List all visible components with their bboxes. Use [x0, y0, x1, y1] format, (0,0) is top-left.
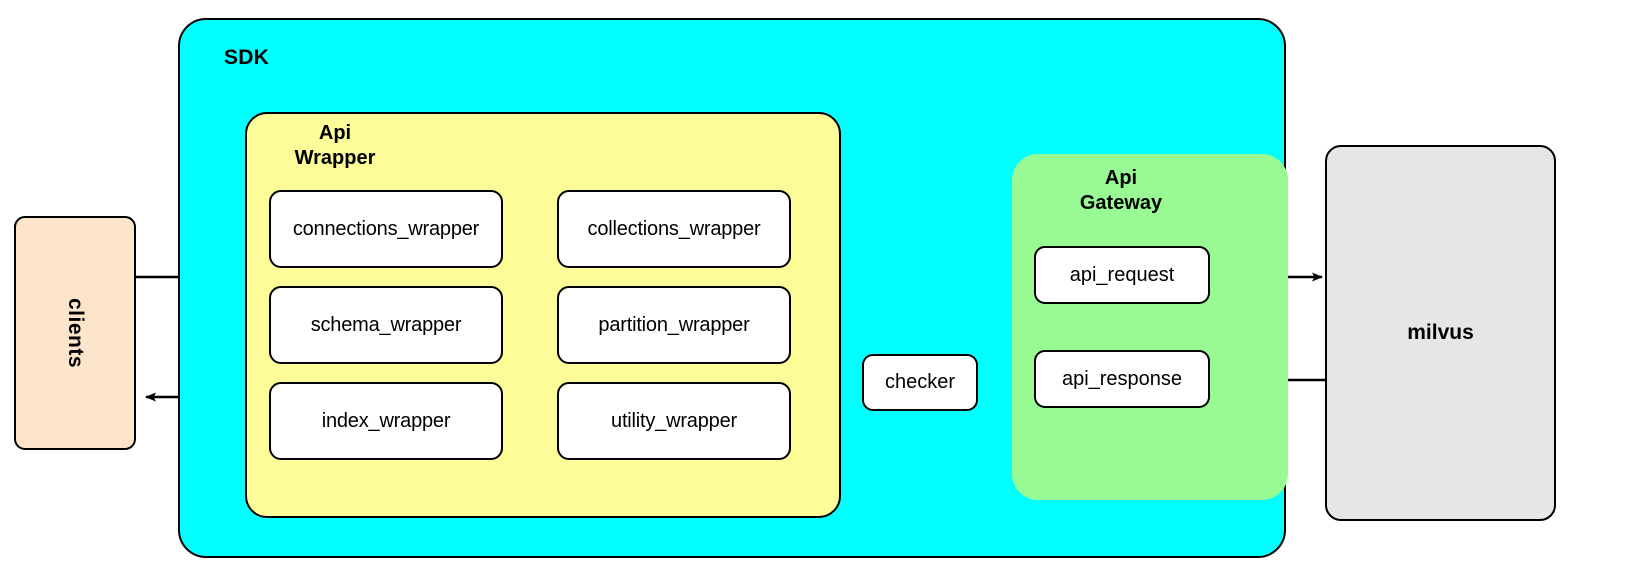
api-wrapper-label: Api Wrapper [265, 121, 405, 171]
api-wrapper-label-line1: Api [318, 122, 352, 144]
milvus-label: milvus [1407, 321, 1474, 344]
wrapper-cell-partition[interactable]: partition_wrapper [557, 286, 791, 364]
wrapper-cell-index[interactable]: index_wrapper [269, 382, 503, 460]
gateway-cell-api-response[interactable]: api_response [1034, 350, 1210, 408]
api-gateway-container[interactable]: Api Gateway api_request api_response [1012, 154, 1288, 500]
clients-node[interactable]: clients [14, 216, 136, 450]
wrapper-cell-label: connections_wrapper [292, 217, 480, 240]
wrapper-cell-label: partition_wrapper [598, 313, 750, 336]
sdk-container[interactable]: SDK Api Wrapper connections_wrapper coll… [178, 18, 1288, 558]
clients-label: clients [64, 297, 87, 369]
sdk-label: SDK [224, 46, 269, 69]
wrapper-cell-utility[interactable]: utility_wrapper [557, 382, 791, 460]
checker-label: checker [884, 371, 956, 393]
wrapper-cell-label: utility_wrapper [611, 409, 737, 432]
gateway-cell-api-request[interactable]: api_request [1034, 246, 1210, 304]
wrapper-cell-schema[interactable]: schema_wrapper [269, 286, 503, 364]
gateway-cell-label: api_response [1061, 367, 1183, 390]
api-gateway-label-line2: Gateway [1079, 192, 1163, 215]
api-wrapper-label-line2: Wrapper [294, 147, 376, 170]
api-gateway-label: Api Gateway [1028, 166, 1214, 216]
wrapper-cell-label: index_wrapper [321, 409, 451, 432]
gateway-cell-label: api_request [1069, 263, 1175, 286]
api-wrapper-container[interactable]: Api Wrapper connections_wrapper collecti… [245, 112, 841, 518]
api-gateway-label-line1: Api [1104, 167, 1138, 189]
wrapper-cell-connections[interactable]: connections_wrapper [269, 190, 503, 268]
wrapper-cell-label: collections_wrapper [587, 217, 761, 240]
wrapper-cell-collections[interactable]: collections_wrapper [557, 190, 791, 268]
wrapper-cell-label: schema_wrapper [310, 313, 462, 336]
milvus-node[interactable]: milvus [1325, 145, 1556, 521]
checker-node[interactable]: checker [862, 354, 978, 411]
